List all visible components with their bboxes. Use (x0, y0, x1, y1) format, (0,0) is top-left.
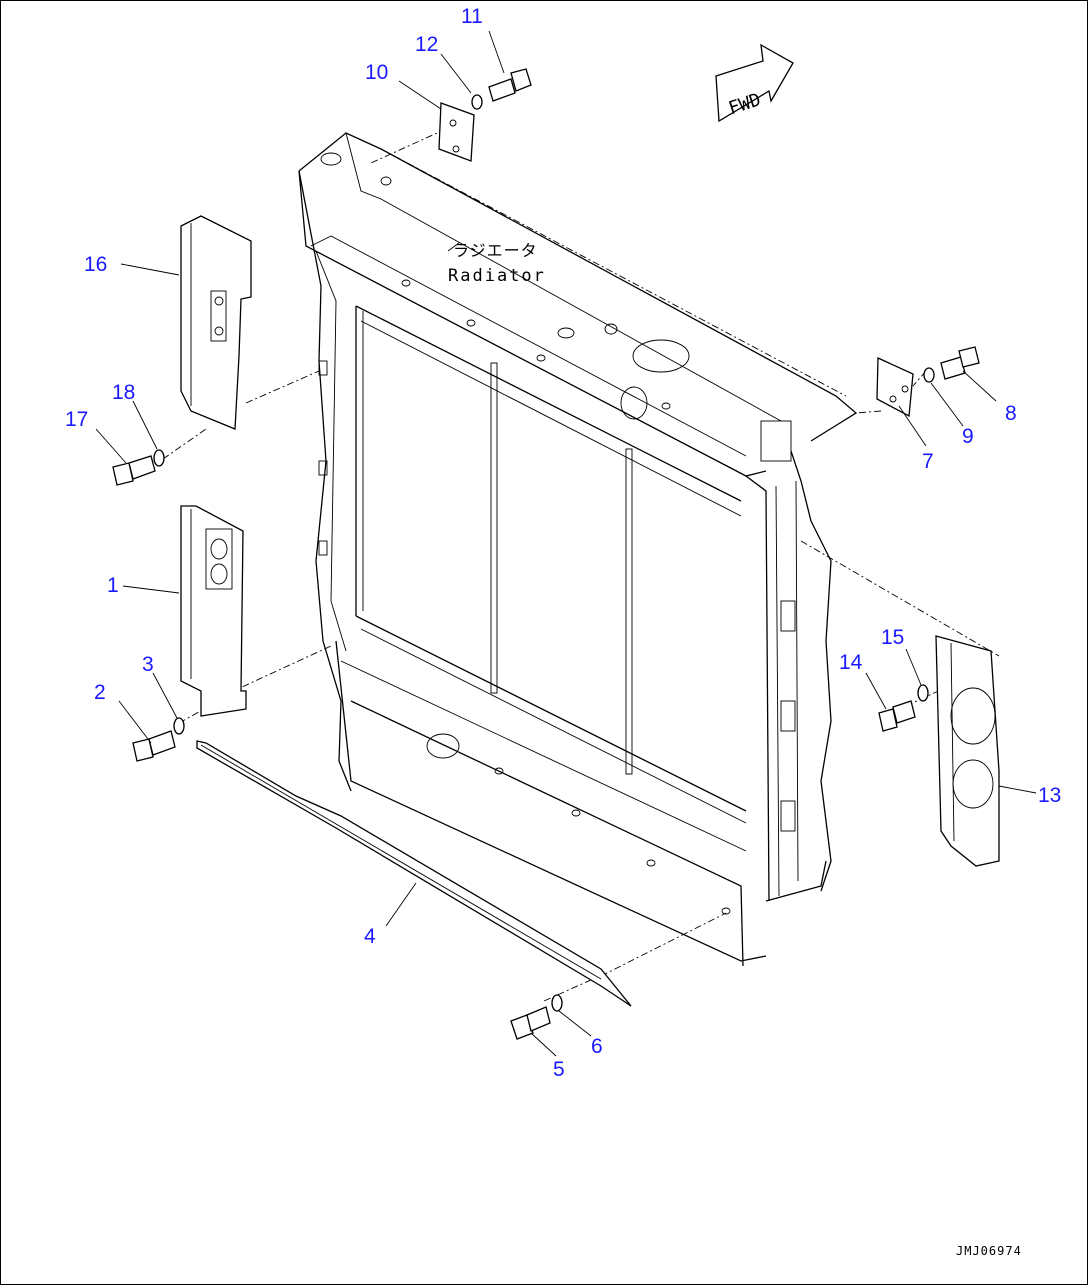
callout-11: 11 (461, 5, 483, 28)
part-18-washer (153, 449, 165, 467)
fwd-arrow: FWD (715, 43, 794, 123)
part-3-washer (173, 717, 185, 735)
radiator-assembly (298, 132, 858, 967)
part-1-cover (180, 505, 247, 717)
radiator-label-en: Radiator (448, 266, 546, 286)
part-10-plate (438, 102, 475, 162)
callout-leaders (95, 30, 1037, 1057)
part-13-cover (935, 635, 1000, 867)
callout-14: 14 (839, 651, 863, 674)
callout-17: 17 (65, 408, 88, 431)
callout-3: 3 (142, 653, 154, 676)
part-2-bolt (132, 730, 176, 762)
part-9-washer (923, 367, 935, 383)
assembly-lines (162, 95, 1000, 1002)
part-6-washer (551, 994, 563, 1012)
callout-1: 1 (107, 574, 119, 597)
callout-16: 16 (84, 253, 107, 276)
callout-5: 5 (553, 1058, 565, 1081)
part-7-plate (876, 356, 914, 418)
part-5-bolt (510, 1006, 551, 1040)
part-4-strip (196, 740, 632, 1007)
part-14-bolt (878, 700, 916, 732)
part-17-bolt (112, 455, 156, 486)
callout-15: 15 (881, 626, 904, 649)
part-15-washer (917, 684, 929, 702)
callout-4: 4 (364, 925, 376, 948)
callout-12: 12 (415, 33, 438, 56)
callout-18: 18 (112, 381, 135, 404)
part-8-bolt (940, 346, 980, 380)
callout-8: 8 (1005, 402, 1017, 425)
part-16-cover (180, 215, 252, 430)
drawing-code: JMJ06974 (956, 1244, 1022, 1258)
callout-9: 9 (962, 425, 974, 448)
callout-2: 2 (94, 681, 106, 704)
part-11-bolt (488, 68, 532, 102)
callout-10: 10 (365, 61, 388, 84)
callout-13: 13 (1038, 784, 1061, 807)
callout-6: 6 (591, 1035, 603, 1058)
callout-7: 7 (922, 450, 934, 473)
radiator-label-jp: ラジエータ (453, 241, 538, 260)
part-12-washer (471, 94, 483, 110)
